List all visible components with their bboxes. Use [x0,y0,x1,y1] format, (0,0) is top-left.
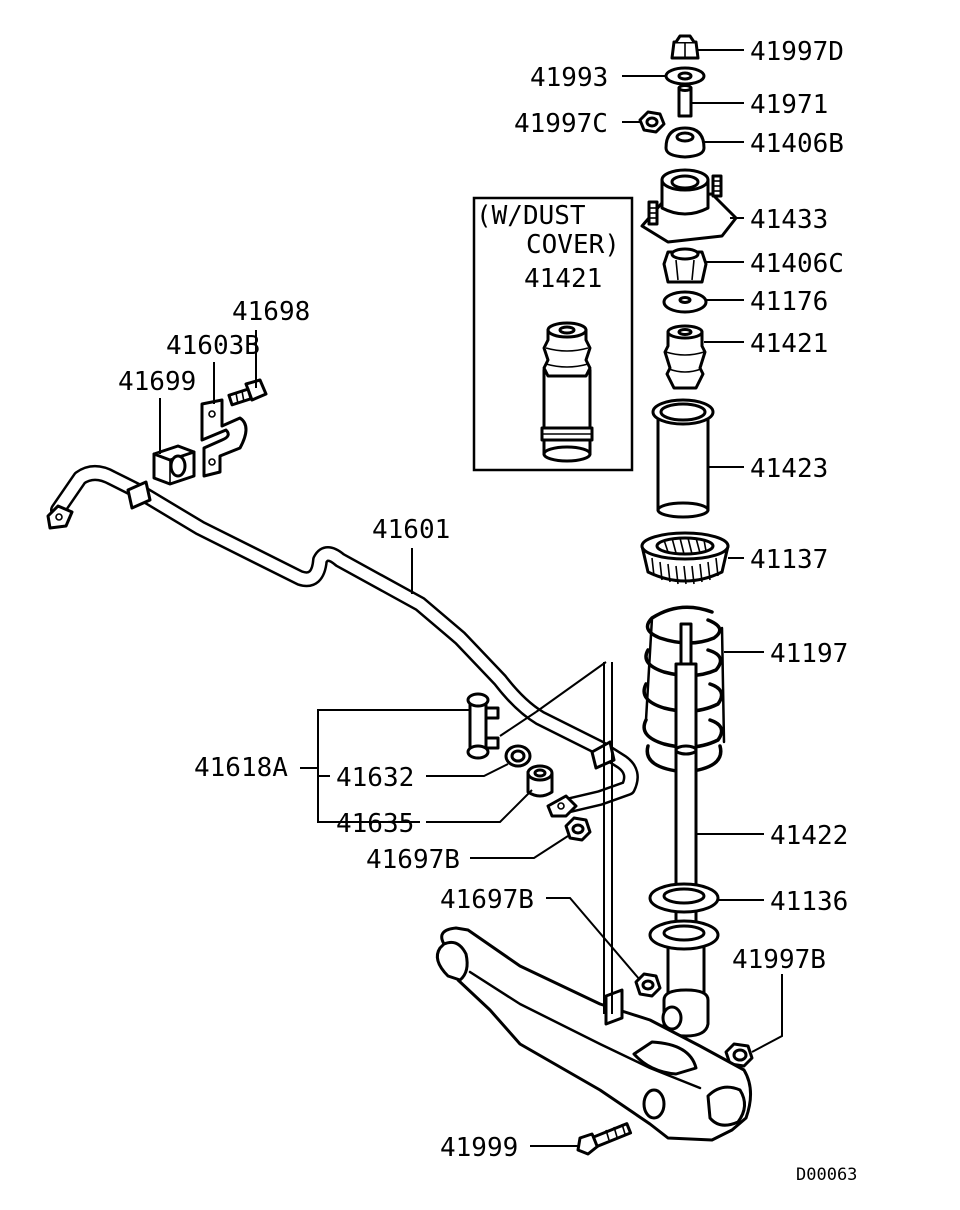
part-41422-shock-absorber [661,662,710,1038]
inset-with-dust-cover: (W/DUST COVER) 41421 [472,196,634,472]
inset-part-label: 41421 [524,264,602,294]
label-41406c: 41406C [750,249,844,279]
part-41421-bump-stop-with-cover [540,321,594,463]
label-41635: 41635 [336,809,414,839]
inset-caption-line2: COVER) [526,230,620,260]
label-41697b-lower: 41697B [440,885,534,915]
label-41423: 41423 [750,454,828,484]
part-41136-spring-seat [648,882,720,951]
label-41993: 41993 [530,63,608,93]
label-41601: 41601 [372,515,450,545]
label-41632: 41632 [336,763,414,793]
part-41632-ring [504,744,532,768]
part-41176-plate [662,290,708,314]
part-41697b-nut-lower [634,972,662,998]
part-41997d-nut [670,34,700,60]
part-41618a-link [466,692,500,760]
part-41997c-nut [638,110,666,134]
label-41422: 41422 [770,821,848,851]
label-41433: 41433 [750,205,828,235]
label-41697b-upper: 41697B [366,845,460,875]
part-41433-strut-mount [640,168,738,244]
label-41406b: 41406B [750,129,844,159]
label-41197: 41197 [770,639,848,669]
part-trailing-arm [435,926,752,1142]
part-41423-dust-cover [651,398,715,519]
part-41697b-nut-upper [564,816,592,842]
part-41971-collar [677,84,693,118]
part-41699-bushing [152,444,196,486]
diagram-code: D00063 [796,1165,857,1185]
label-41699: 41699 [118,367,196,397]
part-41603b-bracket [200,398,248,478]
label-41603b: 41603B [166,331,260,361]
assembly-reference-lines [499,661,613,1014]
part-41993-washer [664,66,706,86]
part-labels: 41997D 41993 41971 41997C 41406B 41433 4… [118,37,857,1185]
part-41698-bolt [227,378,268,407]
label-41997d: 41997D [750,37,844,67]
part-41406b-bushing [664,126,706,159]
part-41421-bump-stop [663,324,707,390]
leader-lines [159,49,783,1147]
label-41698: 41698 [232,297,310,327]
label-41136: 41136 [770,887,848,917]
label-41176: 41176 [750,287,828,317]
inset-caption-line1: (W/DUST [476,201,586,231]
part-41137-spring-pad [640,531,730,585]
part-41601-stabilizer-bar [46,465,639,818]
part-41406c-bushing [662,247,708,284]
label-41421: 41421 [750,329,828,359]
label-41618a: 41618A [194,753,288,783]
part-41635-bushing [526,764,554,798]
part-41999-bolt [576,1122,633,1156]
label-41999: 41999 [440,1133,518,1163]
label-41997c: 41997C [514,109,608,139]
label-41997b: 41997B [732,945,826,975]
label-41971: 41971 [750,90,828,120]
label-41137: 41137 [750,545,828,575]
